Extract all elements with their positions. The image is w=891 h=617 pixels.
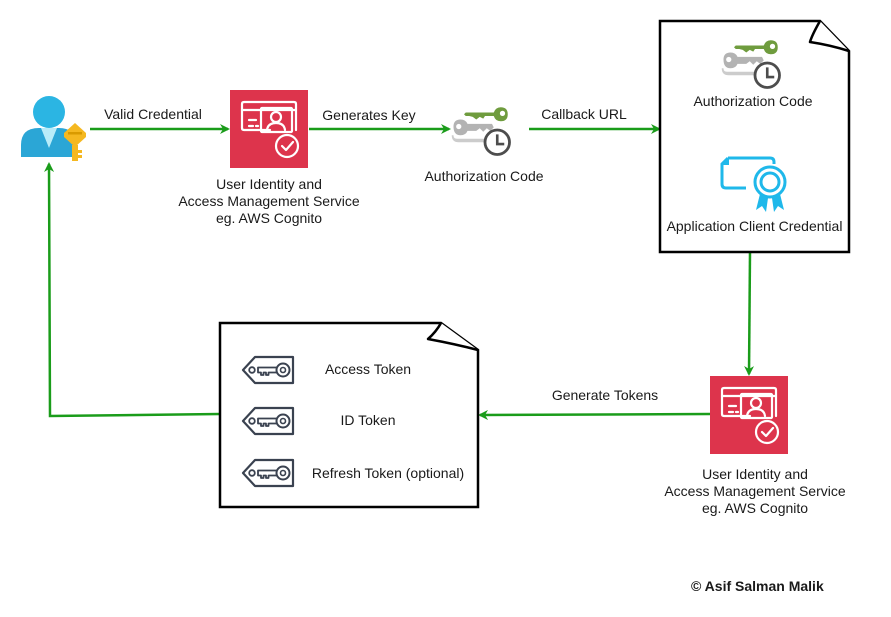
label-line: User Identity and: [216, 176, 322, 192]
authorization-code-key-clock-icon: [450, 105, 512, 157]
edges: [44, 124, 755, 420]
refresh-token-label: Refresh Token (optional): [311, 465, 465, 481]
copyright-text: © Asif Salman Malik: [691, 578, 824, 594]
application-client-credential-label: Application Client Credential: [666, 218, 843, 234]
edge-label-generates-key: Generates Key: [322, 107, 416, 123]
label-line: Access Management Service: [664, 483, 846, 499]
access-token-label: Access Token: [324, 361, 412, 377]
label-line: User Identity and: [702, 466, 808, 482]
label-line: eg. AWS Cognito: [701, 500, 809, 516]
edge-generate-tokens: [478, 409, 711, 420]
certificate-credential-icon: [720, 156, 787, 212]
authorization-code-label: Authorization Code: [424, 168, 544, 184]
edge-tokens-to-user: [44, 162, 221, 418]
user-with-key-icon: [21, 96, 86, 161]
edge-label-valid-credential: Valid Credential: [104, 106, 202, 122]
label-line: Access Management Service: [178, 193, 360, 209]
client-credential-document: [658, 19, 851, 254]
id-token-label: ID Token: [340, 412, 396, 428]
cognito-bottom-label: User Identity and Access Management Serv…: [655, 466, 855, 517]
label-line: eg. AWS Cognito: [215, 210, 323, 226]
edge-label-generate-tokens: Generate Tokens: [551, 387, 659, 403]
doc-authorization-code-label: Authorization Code: [693, 93, 813, 109]
edge-label-callback-url: Callback URL: [541, 106, 627, 122]
cognito-top-label: User Identity and Access Management Serv…: [169, 176, 369, 227]
identity-access-management-icon: [710, 376, 788, 454]
identity-access-management-icon: [230, 90, 308, 168]
edge-doc-to-cognito: [744, 251, 755, 376]
